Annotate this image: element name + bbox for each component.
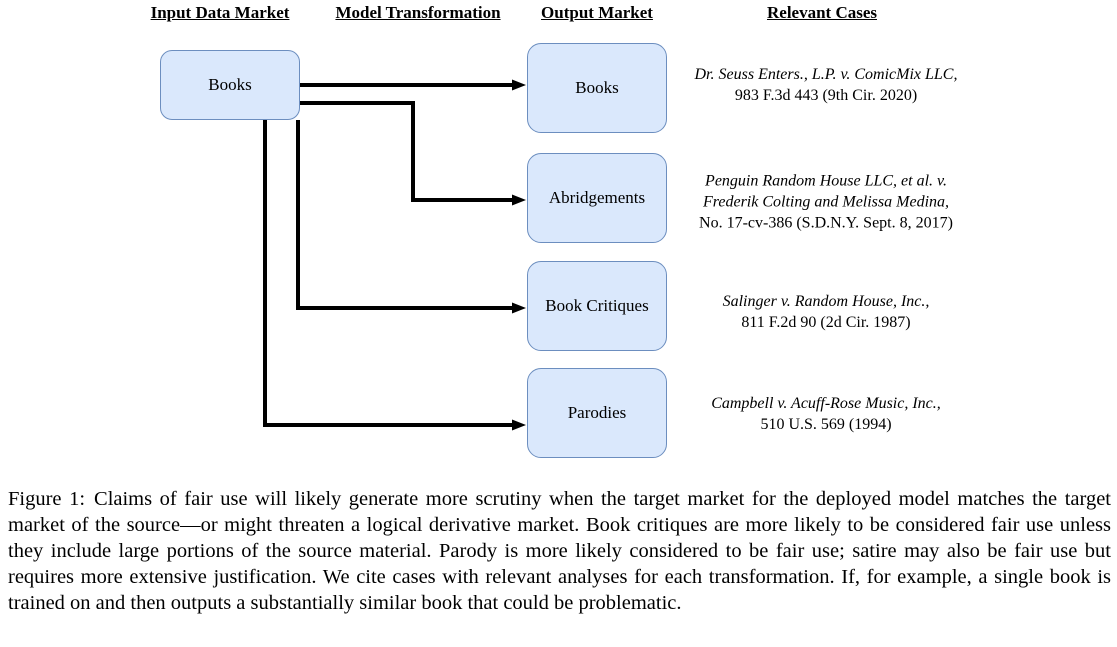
case-citation-abridgements: Penguin Random House LLC, et al. v. Fred… bbox=[666, 171, 986, 234]
figure-1-diagram: Input Data Market Model Transformation O… bbox=[150, 3, 986, 458]
figure-caption-label: Figure 1: bbox=[8, 488, 86, 510]
case-name-line: Salinger v. Random House, Inc., bbox=[722, 293, 930, 310]
case-reporter-line: 811 F.2d 90 (2d Cir. 1987) bbox=[741, 314, 911, 331]
case-name-line: Frederik Colting and Melissa Medina, bbox=[702, 193, 950, 211]
output-box-book-critiques: Book Critiques bbox=[527, 261, 667, 351]
figure-caption-text: Claims of fair use will likely generate … bbox=[8, 488, 1111, 614]
output-box-books: Books bbox=[527, 43, 667, 133]
column-header-output-market: Output Market bbox=[541, 3, 653, 22]
input-box-books: Books bbox=[160, 50, 300, 120]
input-box-books-label: Books bbox=[208, 75, 252, 94]
arrow-books-to-abridgements bbox=[300, 101, 526, 206]
output-box-books-label: Books bbox=[575, 78, 619, 97]
column-header-model-transformation: Model Transformation bbox=[335, 3, 501, 22]
flow-arrows bbox=[263, 79, 526, 431]
case-name-line: Penguin Random House LLC, et al. v. bbox=[705, 172, 947, 190]
case-reporter-line: 510 U.S. 569 (1994) bbox=[760, 416, 892, 433]
case-citation-books: Dr. Seuss Enters., L.P. v. ComicMix LLC,… bbox=[666, 64, 986, 106]
case-reporter-line: No. 17-cv-386 (S.D.N.Y. Sept. 8, 2017) bbox=[699, 214, 953, 232]
case-name-line: Dr. Seuss Enters., L.P. v. ComicMix LLC, bbox=[694, 66, 958, 83]
case-name-line: Campbell v. Acuff-Rose Music, Inc., bbox=[711, 395, 941, 412]
output-box-book-critiques-label: Book Critiques bbox=[545, 296, 649, 315]
output-box-abridgements-label: Abridgements bbox=[548, 188, 646, 207]
output-box-parodies: Parodies bbox=[527, 368, 667, 458]
case-citation-parodies: Campbell v. Acuff-Rose Music, Inc., 510 … bbox=[666, 393, 986, 435]
arrow-books-to-parodies bbox=[263, 120, 526, 431]
figure-caption: Figure 1:Claims of fair use will likely … bbox=[8, 486, 1111, 616]
column-header-input-data-market: Input Data Market bbox=[150, 3, 290, 22]
column-header-relevant-cases: Relevant Cases bbox=[766, 3, 878, 22]
case-citation-book-critiques: Salinger v. Random House, Inc., 811 F.2d… bbox=[666, 291, 986, 333]
output-box-parodies-label: Parodies bbox=[567, 403, 627, 422]
arrow-books-to-book-critiques bbox=[296, 120, 526, 314]
output-box-abridgements: Abridgements bbox=[527, 153, 667, 243]
case-reporter-line: 983 F.3d 443 (9th Cir. 2020) bbox=[734, 87, 918, 104]
